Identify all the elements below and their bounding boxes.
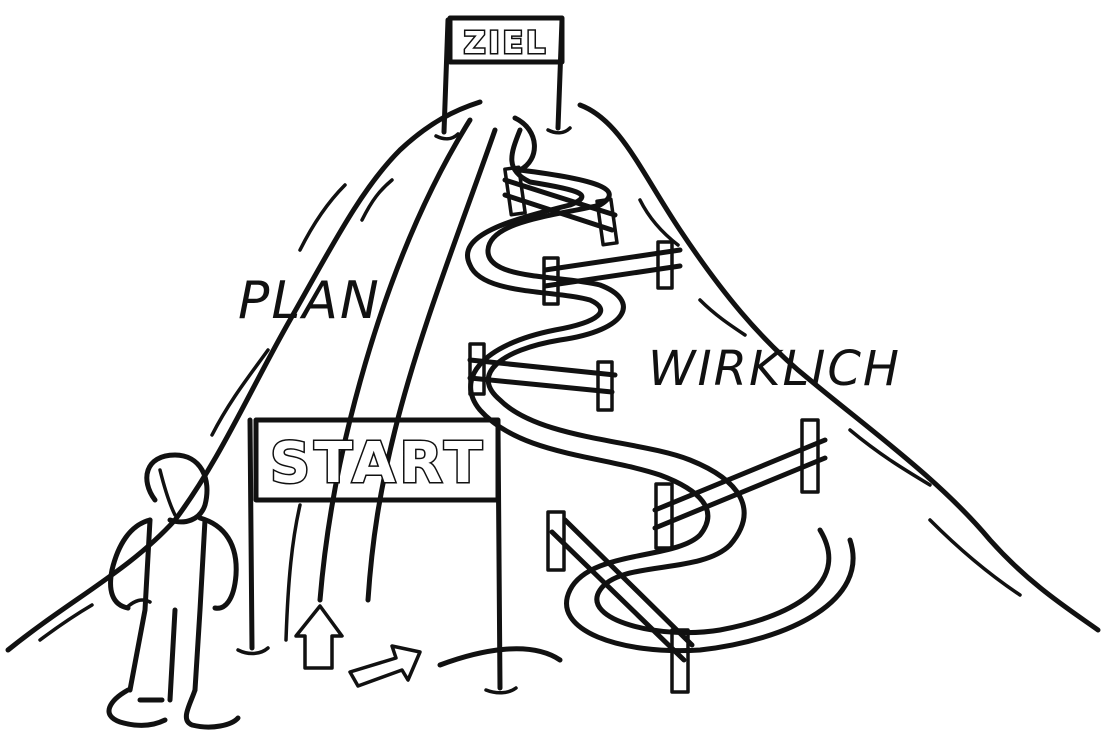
person-figure	[109, 455, 238, 727]
diagonal-arrow-icon	[350, 646, 420, 686]
start-label: START	[270, 431, 486, 496]
reality-label: WIRKLICH	[648, 341, 901, 397]
plan-label: PLAN	[238, 271, 381, 331]
planned-path	[286, 120, 495, 640]
up-arrow-icon	[296, 606, 342, 668]
goal-label: ZIEL	[464, 26, 549, 61]
goal-sign: ZIEL	[436, 18, 570, 139]
